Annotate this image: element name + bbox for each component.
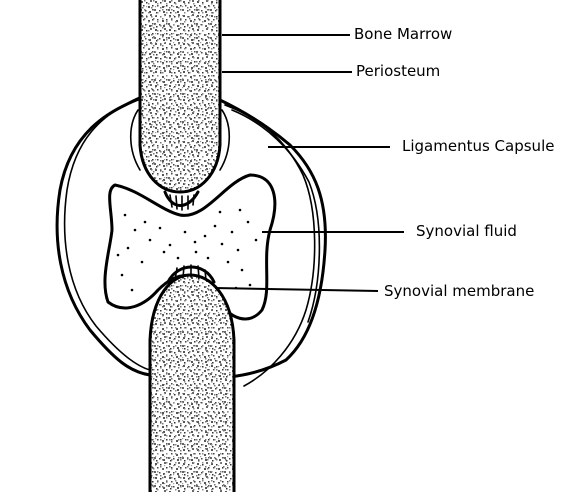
upper-bone xyxy=(129,0,231,211)
label-ligamentus-capsule: Ligamentus Capsule xyxy=(402,137,554,155)
synovial-fluid-dots xyxy=(116,208,258,292)
label-periosteum: Periosteum xyxy=(356,62,440,80)
leader-synovial-membrane xyxy=(214,287,379,292)
label-synovial-fluid: Synovial fluid xyxy=(416,222,517,240)
label-bone-marrow: Bone Marrow xyxy=(354,25,452,43)
lower-bone xyxy=(148,264,236,492)
label-synovial-membrane: Synovial membrane xyxy=(384,282,534,300)
synovial-cavity xyxy=(103,173,277,321)
